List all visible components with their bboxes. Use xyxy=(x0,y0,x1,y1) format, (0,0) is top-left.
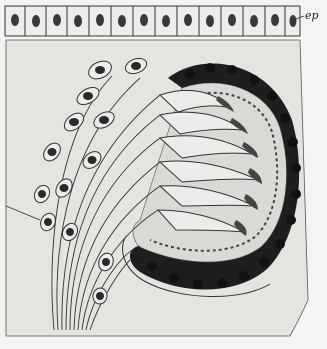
epithelium-row xyxy=(5,6,300,36)
ep-label: ep xyxy=(305,9,319,22)
